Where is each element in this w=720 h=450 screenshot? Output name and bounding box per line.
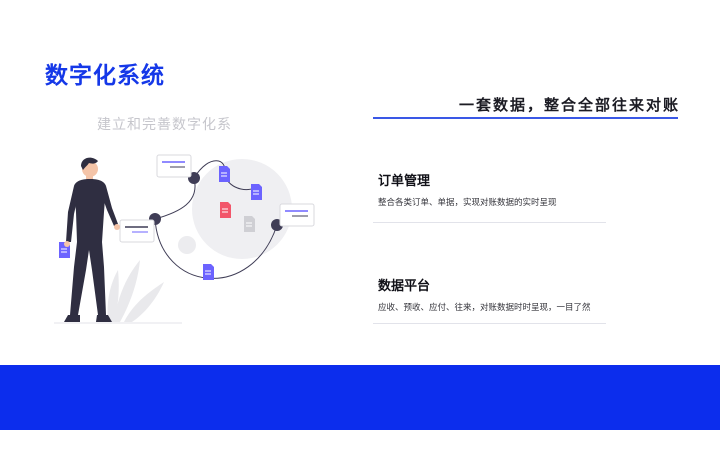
headline-underline (373, 117, 678, 119)
background-circle (192, 159, 292, 259)
message-card-icon (156, 154, 192, 178)
feature-data-platform: 数据平台 应收、预收、应付、往来，对账数据时时呈现，一目了然 (378, 275, 608, 313)
document-icon (219, 166, 230, 182)
connector-curve (154, 177, 196, 220)
page-subtitle: 建立和完善数字化系 (97, 117, 232, 133)
feature-description: 应收、预收、应付、往来，对账数据时时呈现，一目了然 (378, 303, 591, 313)
page-title: 数字化系统 (45, 63, 165, 89)
document-icon (244, 216, 255, 232)
footer-band (0, 365, 720, 430)
feature-title: 数据平台 (378, 279, 431, 294)
background-dot (178, 236, 196, 254)
message-card-icon (119, 219, 155, 243)
headline: 一套数据，整合全部往来对账 (458, 96, 680, 114)
feature-title: 订单管理 (378, 174, 431, 189)
document-icon (251, 184, 262, 200)
feature-description: 整合各类订单、单据，实现对账数据的实时呈现 (378, 198, 557, 208)
illustration (54, 154, 315, 324)
feature-divider (373, 323, 606, 324)
message-card-icon (279, 203, 315, 227)
plant-icon (107, 260, 164, 322)
document-icon (203, 264, 214, 280)
feature-order-management: 订单管理 整合各类订单、单据，实现对账数据的实时呈现 (378, 170, 608, 208)
document-icon (220, 202, 231, 218)
person-illustration (64, 157, 120, 322)
feature-divider (373, 222, 606, 223)
